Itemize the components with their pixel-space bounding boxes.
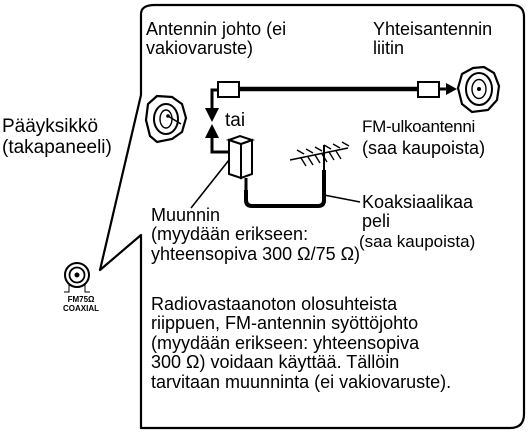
community-connector-label: Yhteisantennin liitin: [373, 19, 493, 59]
buy-from-store-label-2: (saa kaupoista): [359, 232, 476, 251]
cable-arrows: [205, 88, 238, 154]
coax-plug-icon: [144, 94, 188, 144]
coaxial-cable: [244, 170, 326, 208]
converter-icon: [225, 134, 256, 190]
coax-cable-label: Koaksiaalikaa peli: [362, 192, 474, 232]
tai-label: tai: [225, 110, 246, 131]
buy-from-store-label: (saa kaupoista): [362, 138, 486, 158]
fm-antenna-icon: [289, 141, 350, 170]
antenna-socket-icon: [456, 65, 501, 114]
note-text: Radiovastaanoton olosuhteista riippuen, …: [151, 294, 452, 392]
main-unit-label: Pääyksikkö (takapaneeli): [2, 116, 112, 158]
coaxial-jack-icon: [64, 262, 90, 293]
fm-outdoor-antenna-label: FM-ulkoantenni: [362, 117, 475, 136]
antenna-cable: [217, 81, 457, 98]
coaxial-jack-label: FM75Ω COAXIAL: [63, 295, 99, 313]
callout-balloon: [98, 3, 526, 430]
antenna-cable-label: Antennin johto (ei vakiovaruste): [146, 19, 287, 59]
converter-pointer: [190, 159, 230, 209]
coax-pointer: [323, 194, 361, 203]
converter-label: Muunnin (myydään erikseen: yhteensopiva …: [151, 205, 361, 264]
